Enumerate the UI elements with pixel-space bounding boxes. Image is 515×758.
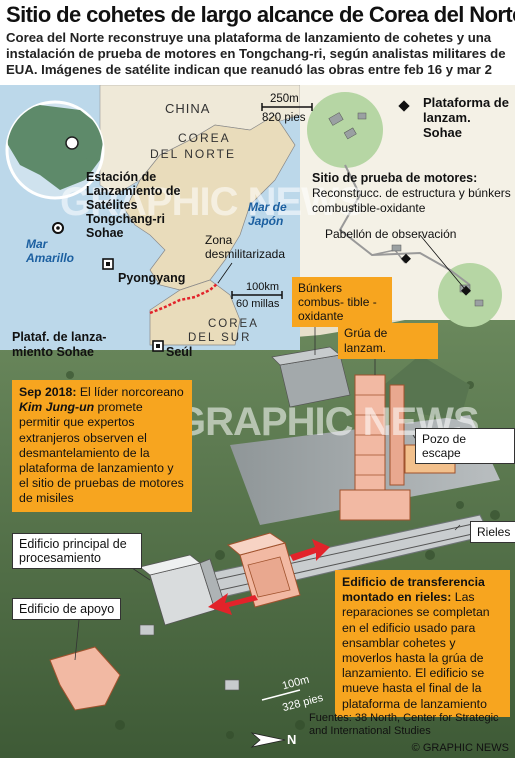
page-title: Sitio de cohetes de largo alcance de Cor… [6,2,515,27]
label-observation: Pabellón de observación [325,227,457,241]
label-scale-km: 100km [246,281,280,293]
callout-2018: Sep 2018: El líder norcoreano Kim Jung-u… [12,380,192,512]
move-arrow-left [208,593,258,615]
label-inset-platform: Plataforma de lanzam. Sohae [423,95,509,140]
dmz-leader [217,262,233,284]
pyongyang-marker-dot [106,262,110,266]
callout-2018-name: Kim Jung-un [19,400,95,415]
label-engine-title: Sitio de prueba de motores: [312,171,478,185]
label-rails: Rieles [470,521,515,543]
label-processing: Edificio principal de procesamiento [12,533,142,569]
illustration: GRAPHIC NEWS GRAPHIC NEWS CHINA COREA DE… [0,85,515,758]
label-south-korea-2: DEL SUR [188,332,252,344]
inset-observation-marker [401,253,411,264]
callout-2018-text2: promete permitir que expertos extranjero… [19,400,184,506]
inset-leader [419,234,465,289]
inset-site-top [307,92,383,168]
ground-scale-bar [261,689,301,701]
label-plat: Plataf. de lanza- miento Sohae [12,330,107,359]
label-seoul: Seúl [166,345,193,359]
label-south-korea-1: COREA [208,318,259,330]
label-north: N [287,732,297,747]
label-station: Estación de Lanzamiento de Satélites Ton… [86,170,181,240]
label-north-korea-1: COREA [178,131,231,145]
callout-transfer: Edificio de transferencia montado en rie… [335,570,510,717]
support-building [49,646,121,711]
globe-land [7,105,103,190]
north-arrow-icon [250,732,286,748]
callout-transfer-title: Edificio de transferencia montado en rie… [342,575,485,605]
page-subtitle: Corea del Norte reconstruye una platafor… [6,30,506,77]
label-china: CHINA [165,101,211,116]
label-pit: Pozo de escape [415,428,515,464]
copyright: © GRAPHIC NEWS [411,742,509,754]
callout-2018-date: Sep 2018: [19,385,77,399]
label-inset-scale-m: 250m [270,93,299,105]
callout-2018-text1: El líder norcoreano [76,385,184,399]
label-pyongyang: Pyongyang [118,271,186,285]
south-korea-land [149,279,241,346]
globe-target [65,136,79,150]
inset-site-bottom [438,263,502,327]
label-japan-sea: Mar de Japón [248,200,287,228]
station-marker-dot [56,226,60,230]
label-crane: Grúa de lanzam. [338,323,438,360]
label-yellow-sea: Mar Amarillo [26,237,75,265]
label-scale-mi: 60 millas [236,298,280,310]
bunker-block-top [271,346,341,366]
label-inset-scale-ft: 820 pies [262,112,306,124]
label-bunkers: Búnkers combus- tible - oxidante [292,277,392,327]
label-support: Edificio de apoyo [12,598,122,620]
label-north-korea-2: DEL NORTE [150,147,237,161]
tower-base [339,489,411,521]
mountain-ridge [360,355,470,420]
globe-japan [86,137,98,170]
label-dmz: Zona desmilitarizada [205,233,286,261]
dmz-line [149,282,219,315]
seoul-marker-dot [156,344,160,348]
inset-engine-marker [461,285,471,296]
north-korea-land [124,114,296,291]
move-arrow-right [290,539,330,561]
label-engine-desc: Reconstrucc. de estructura y búnkers com… [312,186,511,215]
sources: Fuentes: 38 North, Center for Strategic … [309,712,499,737]
callout-transfer-text: Las reparaciones se completan en el edif… [342,590,490,711]
